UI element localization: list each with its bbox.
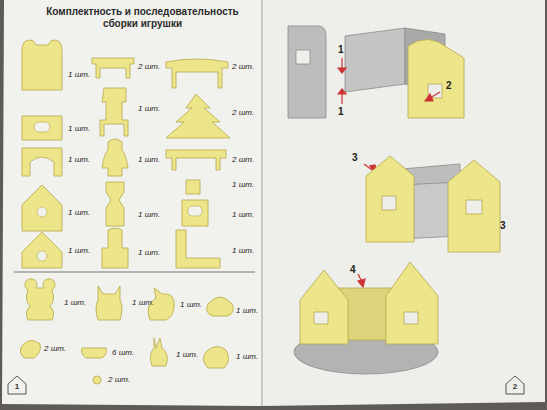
part-count: 1 шт.: [68, 70, 90, 79]
part-count: 1 шт.: [180, 300, 202, 309]
page-icon: [8, 376, 26, 394]
page-icon: [506, 376, 524, 394]
divider: [14, 272, 255, 273]
part-count: 1 шт.: [236, 352, 258, 361]
callout-number: 1: [338, 106, 344, 117]
part-count: 2 шт.: [232, 108, 254, 117]
callout-number: 4: [350, 264, 356, 275]
part-count: 2 шт.: [44, 344, 66, 353]
part-count: 1 шт.: [176, 350, 198, 359]
part-count: 1 шт.: [138, 155, 160, 164]
part-count: 1 шт.: [232, 210, 254, 219]
spine: [261, 0, 263, 406]
callout-number: 3: [500, 220, 506, 231]
part-count: 1 шт.: [236, 306, 258, 315]
callout-number: 2: [446, 80, 452, 91]
assembly-step-3: [294, 262, 438, 374]
part-count: 1 шт.: [68, 208, 90, 217]
page-title: Комплектность и последовательность сборк…: [30, 6, 255, 30]
part-count: 1 шт.: [64, 298, 86, 307]
callout-number: 3: [352, 152, 358, 163]
assembly-step-1: [288, 26, 464, 118]
part-count: 1 шт.: [68, 246, 90, 255]
part-count: 6 шт.: [112, 348, 134, 357]
part-count: 1 шт.: [138, 248, 160, 257]
page-number: 2: [508, 382, 522, 391]
part-count: 1 шт.: [138, 210, 160, 219]
part-cutouts: [34, 122, 202, 261]
part-count: 1 шт.: [232, 246, 254, 255]
assembly-step-2: [366, 156, 500, 252]
part-count: 1 шт.: [232, 180, 254, 189]
part-count: 2 шт.: [232, 155, 254, 164]
page-number: 1: [10, 382, 24, 391]
callout-number: 1: [338, 44, 344, 55]
parts: [20, 40, 233, 384]
part-count: 2 шт.: [232, 62, 254, 71]
part-count: 2 шт.: [138, 62, 160, 71]
part-count: 1 шт.: [138, 104, 160, 113]
part-count: 2 шт.: [108, 375, 130, 384]
part-count: 1 шт.: [68, 124, 90, 133]
part-count: 1 шт.: [132, 298, 154, 307]
part-count: 1 шт.: [68, 155, 90, 164]
left-page: [2, 0, 262, 406]
right-page: [262, 0, 545, 406]
